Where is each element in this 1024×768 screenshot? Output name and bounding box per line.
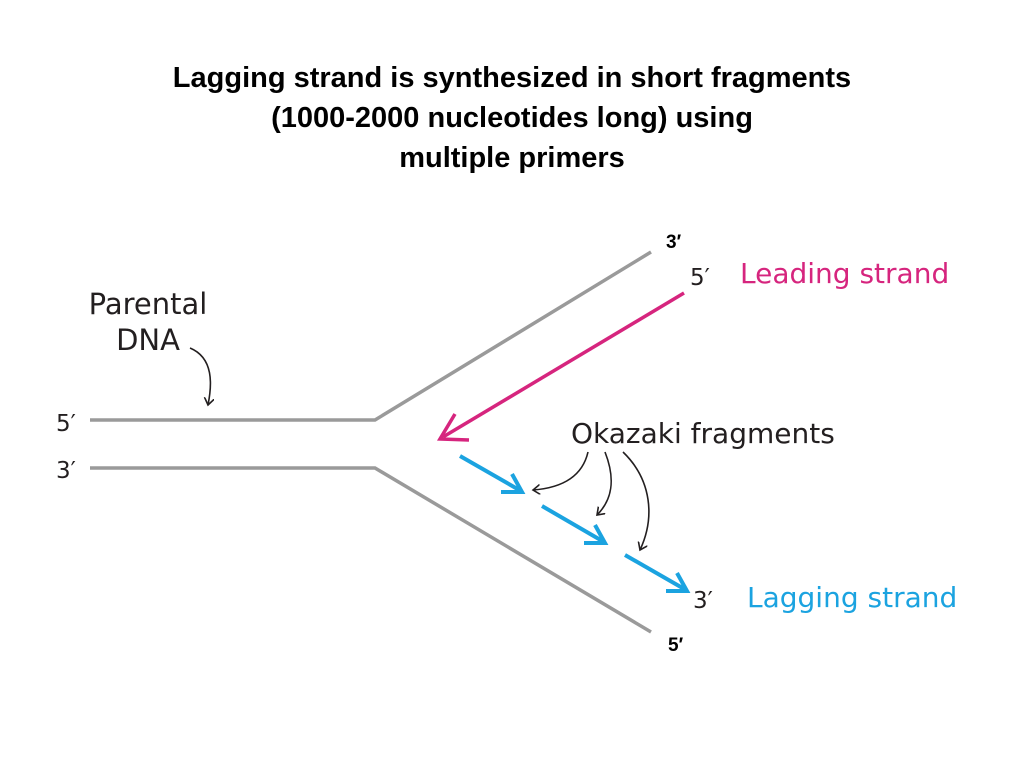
leading-start-end-label: 5′ [690,265,710,291]
title-line-1: Lagging strand is synthesized in short f… [172,62,852,94]
leading-strand-arrow [436,291,685,442]
okazaki-pointer-arrow-1 [533,451,589,490]
lagging-strand-label: Lagging strand [747,581,957,614]
parental-dna-pointer-arrow [189,347,210,405]
parental-top-strand [90,250,652,422]
left-top-end-label: 5′ [56,411,76,437]
page-title: Lagging strand is synthesized in short f… [0,58,1024,178]
upper-fork-end-label: 3′ [666,232,682,253]
okazaki-pointer-arrow-3 [622,451,650,550]
parental-bottom-strand [90,466,652,634]
left-bottom-end-label: 3′ [56,458,76,484]
leading-strand-label: Leading strand [740,257,949,290]
okazaki-fragments-label: Okazaki fragments [571,417,835,450]
lower-fork-end-label: 5′ [668,635,684,656]
lagging-end-label: 3′ [693,588,713,614]
okazaki-pointer-arrow-2 [597,451,612,515]
okazaki-fragment-1 [459,454,526,494]
parental-dna-label-line2: DNA [116,323,180,357]
title-line-2: (1000-2000 nucleotides long) using [271,102,753,134]
okazaki-fragment-3 [624,553,691,593]
title-line-3: multiple primers [399,142,625,174]
parental-dna-label-line1: Parental [89,287,208,321]
okazaki-fragment-2 [540,504,609,545]
